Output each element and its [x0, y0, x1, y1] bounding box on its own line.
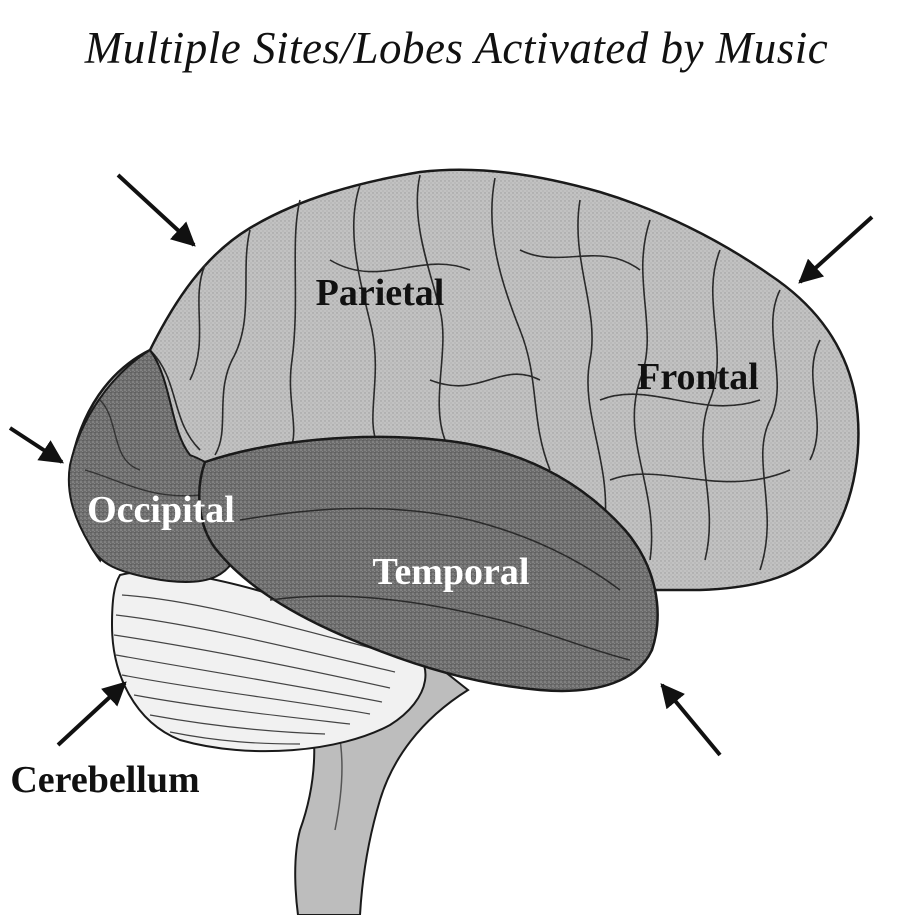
arrow-parietal	[118, 175, 194, 245]
arrow-occipital	[10, 428, 62, 462]
label-occipital: Occipital	[87, 489, 235, 531]
arrow-temporal	[662, 685, 720, 755]
label-frontal: Frontal	[637, 356, 759, 398]
label-cerebellum: Cerebellum	[10, 759, 199, 801]
label-parietal: Parietal	[316, 272, 445, 314]
label-temporal: Temporal	[373, 551, 530, 593]
arrow-frontal	[800, 217, 872, 282]
arrow-cerebellum	[58, 683, 125, 745]
